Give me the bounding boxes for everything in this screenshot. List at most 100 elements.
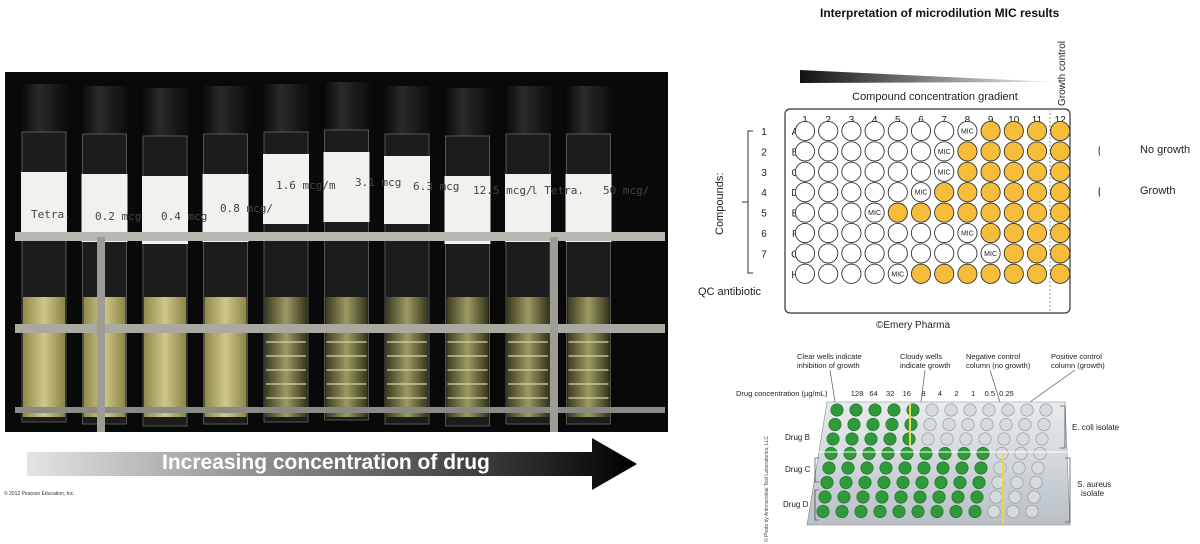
- cloudy-well: [892, 505, 906, 519]
- concentration-arrow: Increasing concentration of drug: [27, 438, 637, 490]
- no-growth-well: [864, 182, 885, 203]
- cloudy-well: [837, 490, 851, 504]
- growth-well: [1026, 141, 1048, 162]
- column-header: 11: [1032, 115, 1043, 126]
- column-header: 10: [1008, 115, 1020, 126]
- cloudy-wells-line2: indicate growth: [900, 361, 950, 370]
- no-growth-well: [794, 263, 816, 284]
- concentration-value: 128: [851, 389, 864, 398]
- column-header: 9: [988, 115, 994, 126]
- cloudy-well: [820, 476, 834, 490]
- plate-photo: Clear wells indicate inhibition of growt…: [736, 352, 1120, 542]
- vial-cap: [442, 88, 493, 138]
- cloudy-well: [822, 461, 836, 475]
- mic-label: MIC: [938, 149, 951, 156]
- cloudy-well: [955, 461, 969, 475]
- pearson-copyright: © 2012 Pearson Education, Inc.: [4, 491, 75, 497]
- no-growth-well: [864, 243, 885, 264]
- cloudy-well: [835, 505, 849, 519]
- concentration-value: 1: [971, 389, 975, 398]
- no-growth-well: [910, 141, 932, 162]
- growth-well: [934, 263, 955, 284]
- drug-concentration-label: Drug concentration (µg/mL): [736, 389, 828, 398]
- clear-well: [1020, 403, 1034, 417]
- no-growth-well: [818, 263, 839, 284]
- cloudy-well: [839, 476, 853, 490]
- vial-liquid: [567, 297, 610, 417]
- growth-well: [1026, 222, 1048, 244]
- rack-top-bar: [15, 232, 665, 241]
- legend-growth-swatch: [1098, 186, 1100, 198]
- compound-number: 4: [761, 188, 767, 199]
- clear-well: [1016, 432, 1030, 446]
- rack-bottom-bar: [15, 407, 665, 413]
- growth-well: [1050, 120, 1071, 142]
- no-growth-well: [818, 161, 839, 182]
- cloudy-well: [911, 505, 925, 519]
- growth-well: [980, 202, 1001, 223]
- growth-well: [980, 161, 1001, 182]
- saureus-line2: isolate: [1081, 489, 1105, 498]
- cloudy-well: [883, 432, 897, 446]
- cloudy-well: [953, 476, 967, 490]
- row-header: D: [791, 188, 798, 199]
- growth-well: [1026, 120, 1048, 142]
- vial-cap: [503, 86, 553, 136]
- growth-well: [1003, 161, 1024, 182]
- mic-label: MIC: [868, 210, 881, 217]
- mic-well: [934, 161, 955, 182]
- vial-liquid: [446, 297, 489, 417]
- saureus-label: S. aureus isolate: [1077, 480, 1113, 498]
- growth-well: [934, 182, 955, 203]
- mic-label: MIC: [891, 271, 904, 278]
- growth-well: [1026, 182, 1048, 203]
- no-growth-well: [841, 141, 862, 162]
- cloudy-well: [976, 447, 990, 461]
- mic-well: [887, 263, 908, 284]
- column-header: 5: [895, 115, 901, 126]
- cloudy-well: [881, 447, 895, 461]
- cloudy-well: [885, 418, 899, 432]
- negative-control-caption: Negative control column (no growth): [966, 352, 1031, 370]
- cloudy-well: [894, 490, 908, 504]
- growth-well: [1050, 141, 1071, 162]
- clear-well: [1001, 403, 1015, 417]
- cloudy-well: [875, 490, 889, 504]
- vial-cap: [19, 84, 69, 134]
- cloudy-well: [856, 490, 870, 504]
- no-growth-well: [841, 182, 862, 203]
- growth-control-label: Growth control: [1057, 41, 1068, 106]
- cloudy-well: [826, 432, 840, 446]
- row-header: H: [791, 270, 798, 281]
- no-growth-well: [910, 161, 932, 182]
- cloudy-well: [906, 403, 920, 417]
- compound-number: 3: [761, 168, 767, 179]
- no-growth-well: [841, 161, 862, 182]
- vial-label-8: 12.5 mcg/: [473, 184, 533, 197]
- mic-plate-diagram: Compound concentration gradient Growth c…: [698, 41, 1100, 314]
- cloudy-well: [938, 447, 952, 461]
- cloudy-well: [887, 403, 901, 417]
- clear-well: [1035, 432, 1049, 446]
- drug-b-label: Drug B: [785, 433, 810, 442]
- negative-control-line1: Negative control: [966, 352, 1021, 361]
- cloudy-well: [828, 418, 842, 432]
- no-growth-well: [934, 243, 955, 264]
- vial-photo: Tetra. 0.2 mcg 0.4 mcg 0.8 mcg/ 1.6 mcg/…: [5, 72, 668, 432]
- clear-wells-line1: Clear wells indicate: [797, 352, 862, 361]
- no-growth-well: [818, 182, 839, 203]
- growth-well: [1050, 161, 1071, 182]
- column-header: 7: [941, 115, 947, 126]
- vial-label-paper: [202, 174, 249, 242]
- growth-well: [934, 202, 955, 223]
- clear-well: [993, 461, 1007, 475]
- no-growth-well: [794, 161, 816, 182]
- cloudy-well: [919, 447, 933, 461]
- clear-well: [1008, 490, 1022, 504]
- cloudy-well: [849, 403, 863, 417]
- clear-well: [944, 403, 958, 417]
- vial-liquid: [265, 297, 307, 417]
- concentration-value: 64: [869, 389, 877, 398]
- growth-well: [1050, 202, 1071, 223]
- cloudy-well: [866, 418, 880, 432]
